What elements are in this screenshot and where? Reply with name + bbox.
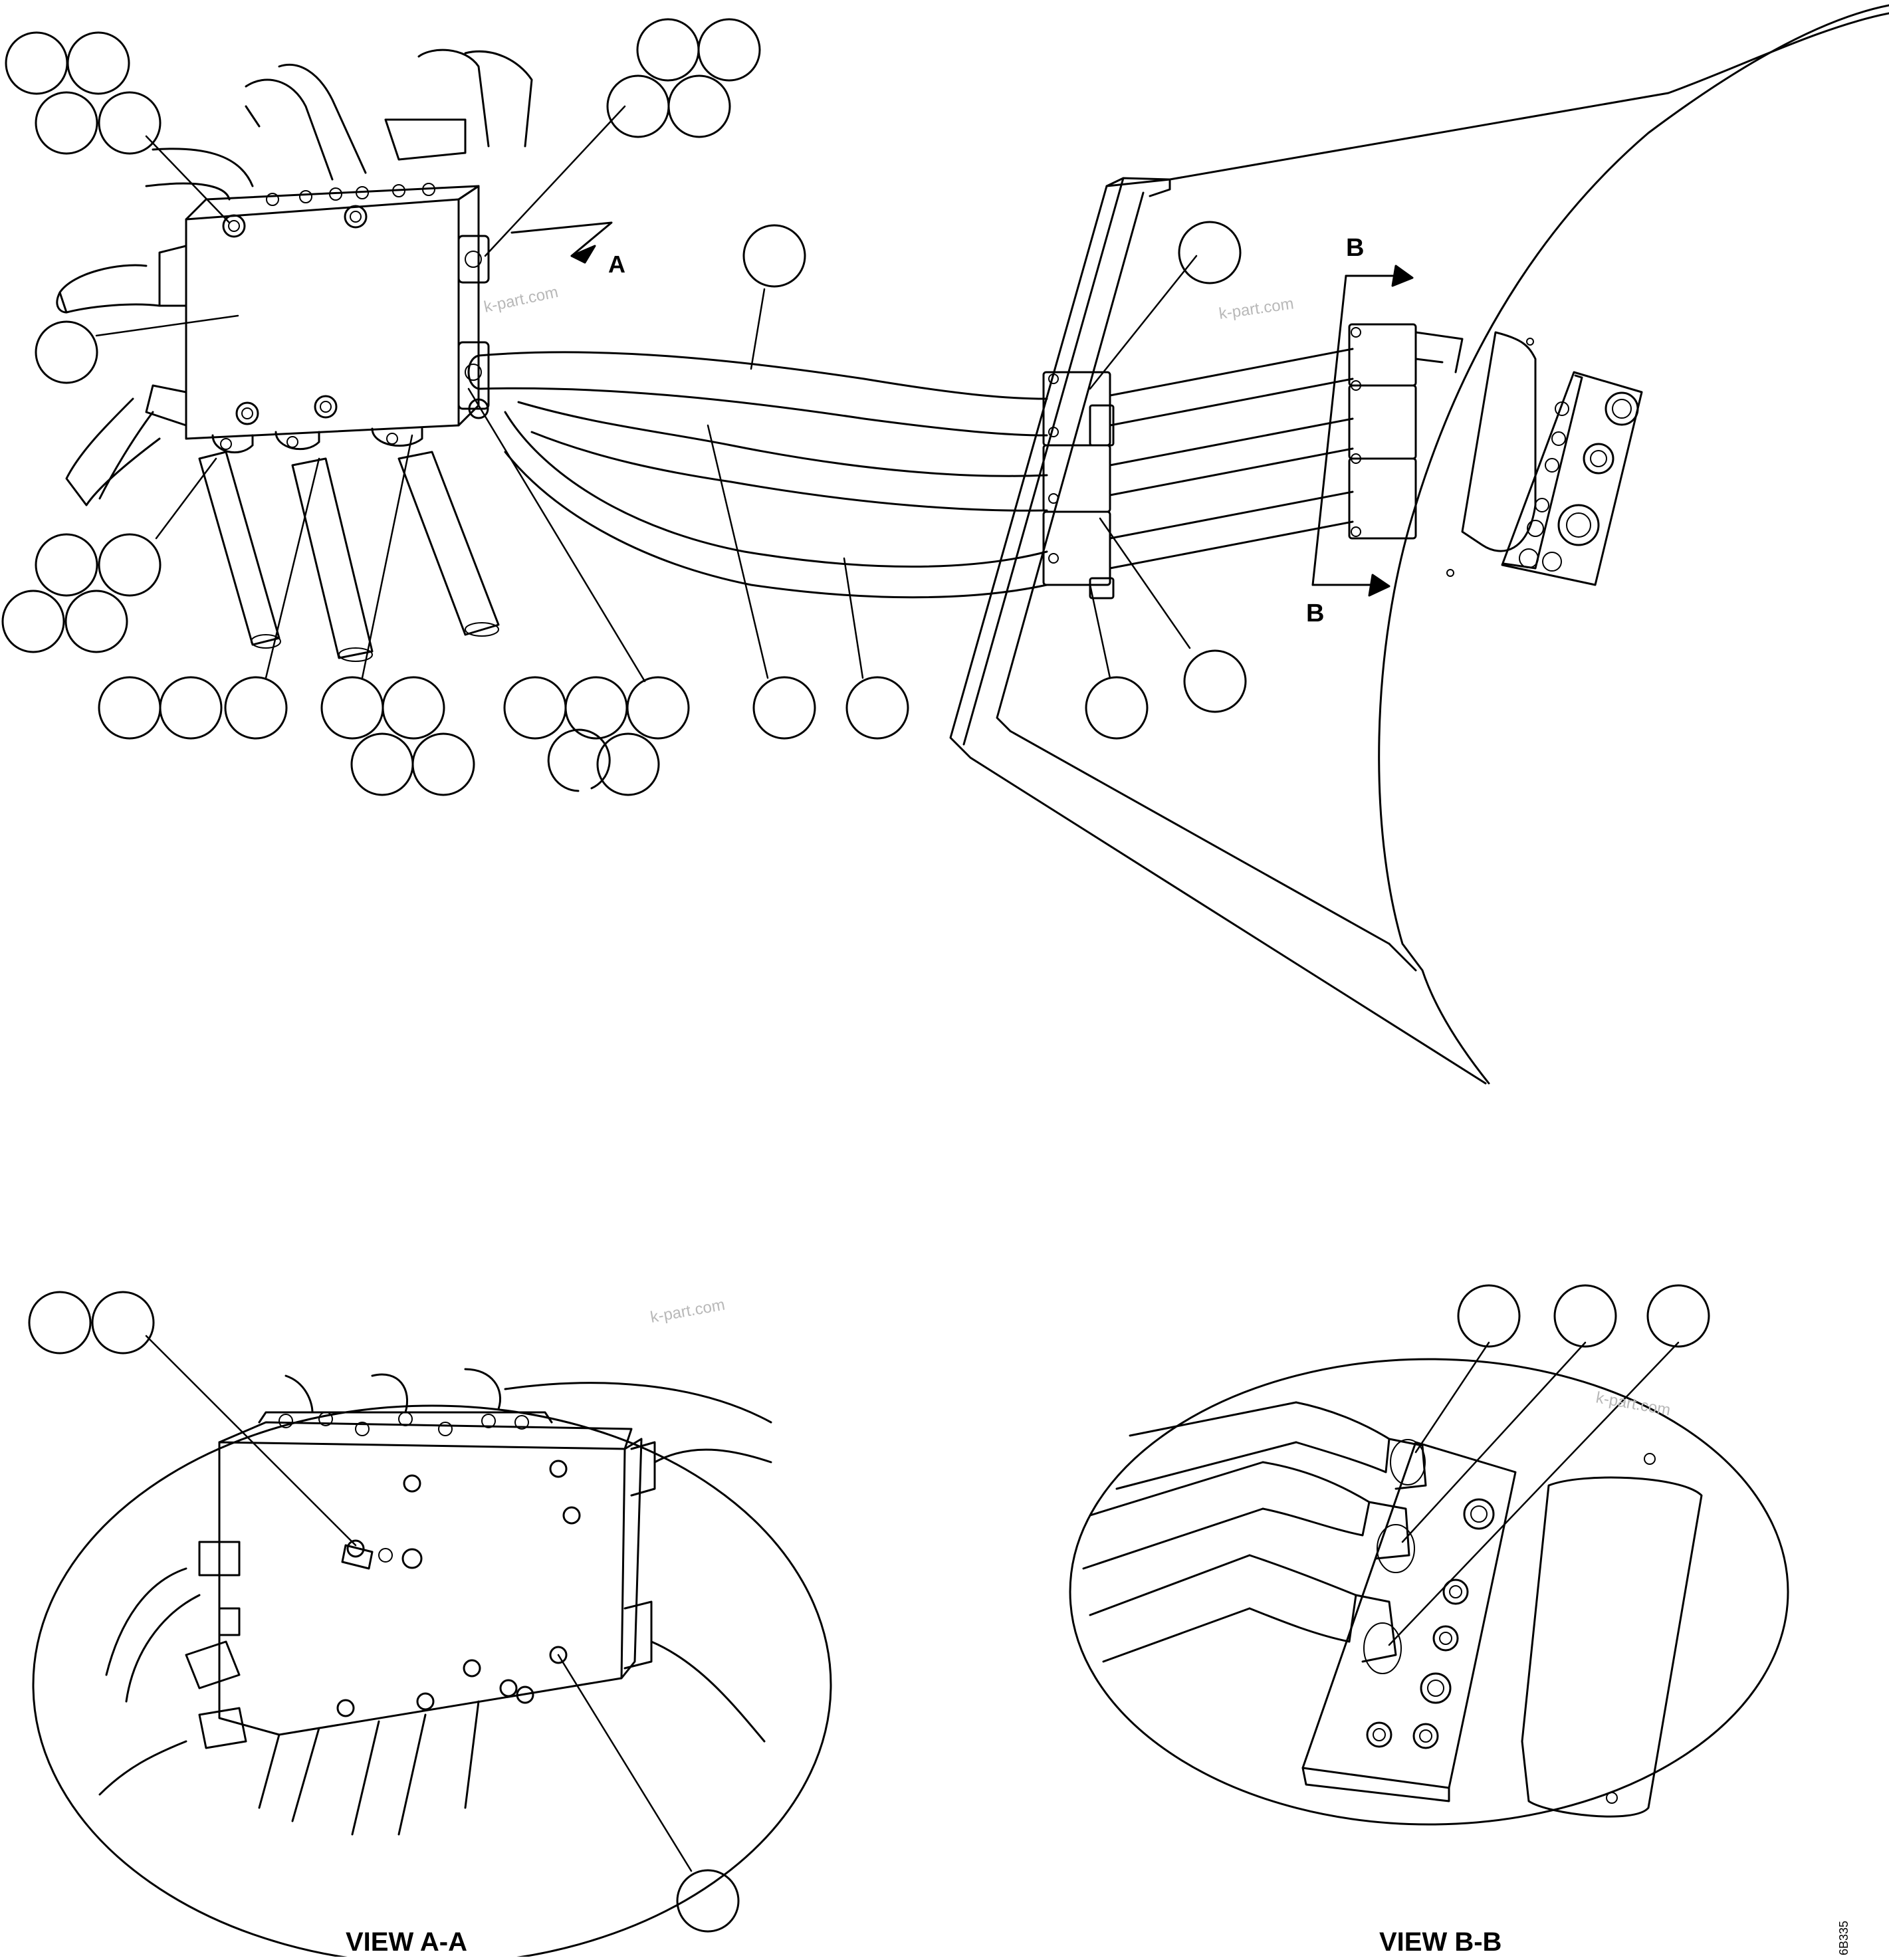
main-leaders [95,105,1198,683]
watermark-text: k-part.com [483,283,560,316]
callout-circle [606,74,670,138]
drawing-number: 6B335 [1837,1921,1850,1955]
callout-circle [28,1291,92,1355]
main-view: A B B [1,4,1889,1085]
callout-circle [845,676,909,740]
callout-circle [1,590,65,653]
callout-circle [742,224,806,288]
section-b-label-top: B [1346,234,1364,262]
callout-circle [224,676,288,740]
callout-circle [382,676,445,740]
upper-hoses [56,49,533,314]
callout-circle-partial [547,728,611,792]
connector-plate [1501,371,1643,586]
cab-panel [949,4,1889,1085]
bulkhead-pipes [1109,348,1354,570]
watermark-text: k-part.com [1595,1388,1672,1419]
watermarks: k-part.com k-part.com k-part.com k-part.… [483,283,1672,1420]
section-b-markers: B B [1306,234,1414,627]
section-b-label-bottom: B [1306,599,1324,627]
callout-circle [35,533,98,597]
callout-circle [667,74,731,138]
callout-circle [98,91,162,155]
main-hoses [467,351,1048,599]
callout-circle [503,676,567,740]
callout-circle [1085,676,1149,740]
callout-circle [98,533,162,597]
view-bb: VIEW B-B [1069,1284,1789,1957]
callout-circle [1553,1284,1617,1348]
callout-circle [159,676,223,740]
callout-circle [66,31,130,95]
callout-circle [5,31,68,95]
callout-circle [1457,1284,1521,1348]
callout-circle [91,1291,155,1355]
callout-circle [98,676,162,740]
right-clamp-blocks [1348,323,1464,540]
view-bb-ellipse [1069,1358,1789,1826]
callout-circle [697,18,761,82]
callout-circle [676,1869,740,1933]
callout-circle [1646,1284,1710,1348]
callout-circle [411,732,475,796]
callout-circle [1183,649,1247,713]
callout-circle [596,732,660,796]
callout-circle [35,91,98,155]
watermark-text: k-part.com [1218,294,1295,323]
watermark-text: k-part.com [649,1296,726,1327]
callout-circle [64,590,128,653]
callout-circle [1178,221,1242,284]
view-aa-ellipse [32,1404,832,1960]
callout-circle [752,676,816,740]
section-a-arrow: A [510,221,625,278]
callout-circle [320,676,384,740]
valve-block [145,183,490,454]
callout-circle [350,732,414,796]
view-bb-label: VIEW B-B [1379,1927,1501,1957]
main-callouts [1,18,1247,796]
lower-hoses [65,397,500,662]
callout-circle [636,18,700,82]
view-aa: VIEW A-A [28,1291,832,1960]
callout-circle [35,320,98,384]
section-a-label: A [608,251,625,278]
left-clamp-blocks [1042,371,1115,599]
callout-circle [626,676,690,740]
view-aa-label: VIEW A-A [346,1927,467,1957]
